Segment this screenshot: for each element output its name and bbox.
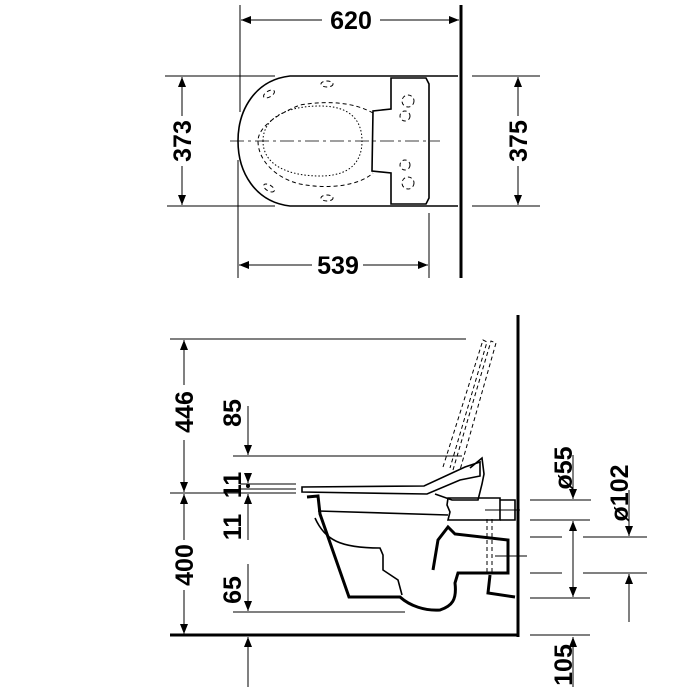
seat-inner-outline (257, 102, 374, 187)
open-lid-outline (442, 339, 497, 471)
seat-hinge (434, 456, 485, 501)
bracket (486, 574, 516, 599)
bolt (486, 519, 493, 573)
bowl-rim-line (317, 510, 449, 516)
dimension-373: 373 (169, 120, 197, 162)
dimension-446: 446 (171, 391, 199, 433)
dimension-diameter-102: ø102 (606, 465, 634, 522)
bowl-outline (306, 494, 510, 612)
dimension-11-lower: 11 (219, 514, 247, 541)
dimension-375: 375 (505, 120, 533, 162)
mounting-bolts (263, 80, 415, 202)
seat-hinge-block (371, 77, 430, 205)
dimension-400: 400 (171, 544, 199, 586)
top-view: 620 373 375 539 (165, 5, 540, 280)
dimension-diameter-55: ø55 (550, 446, 578, 489)
dimension-11-upper: 11 (219, 472, 247, 499)
seat (301, 460, 481, 495)
dimension-dot (246, 484, 250, 488)
dimension-105: 105 (550, 644, 578, 686)
bowl-inner-curve (314, 517, 403, 596)
side-view: 446 400 85 11 11 65 ø55 ø102 105 (170, 315, 647, 687)
dimension-65: 65 (219, 576, 247, 604)
rear-mount-block (446, 497, 501, 521)
dimension-539: 539 (317, 252, 359, 280)
dimension-85: 85 (219, 399, 247, 427)
dimension-620: 620 (330, 7, 372, 35)
